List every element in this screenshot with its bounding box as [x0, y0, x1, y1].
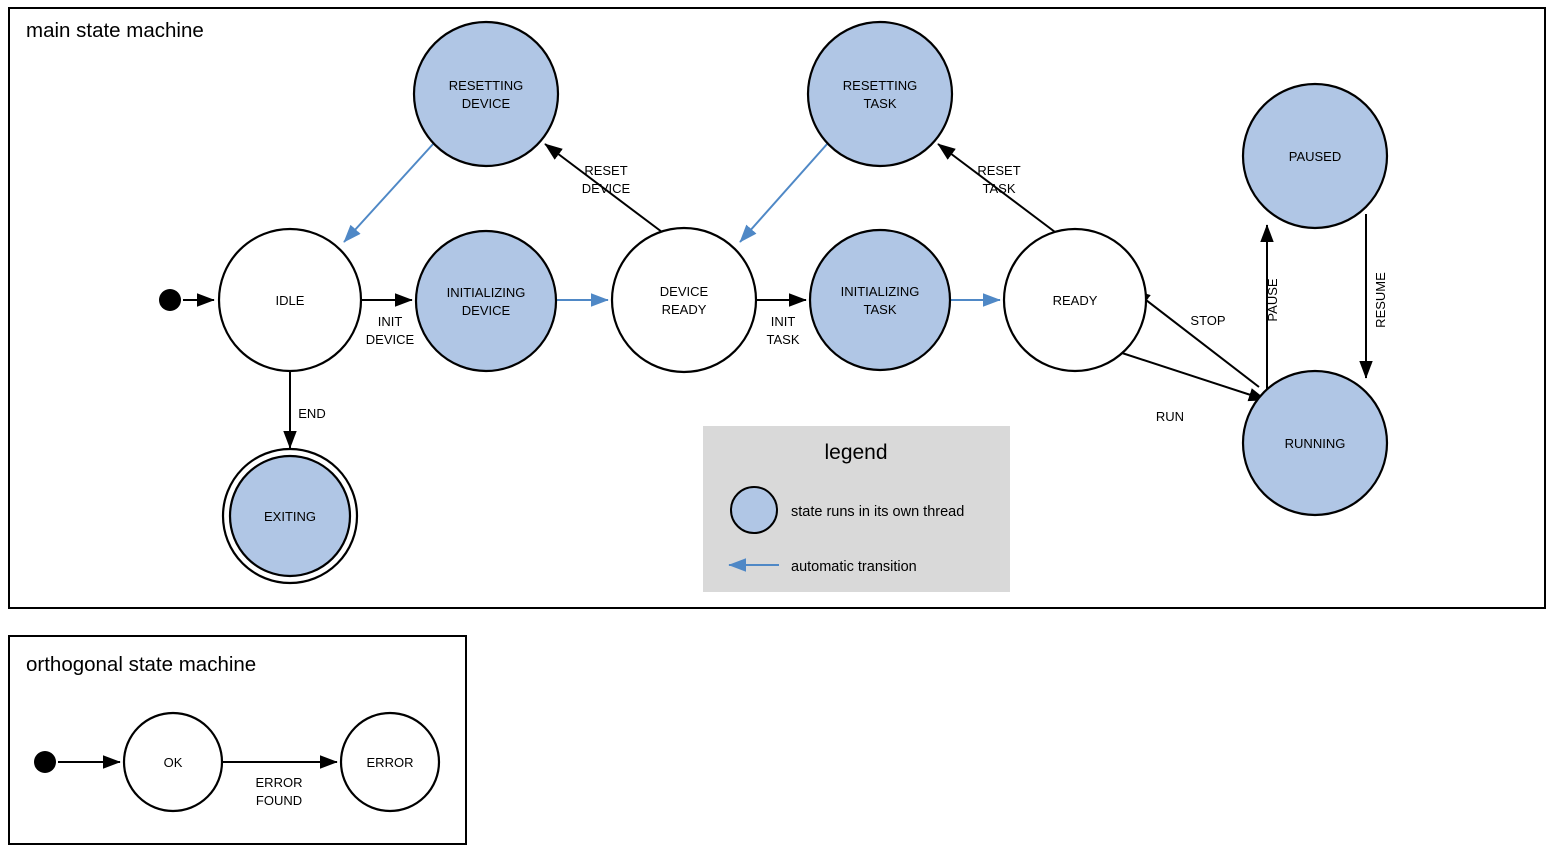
edge-label-init-device-line1: INIT: [378, 314, 403, 329]
legend-title: legend: [824, 441, 887, 464]
edge-label-error-found-line2: FOUND: [256, 793, 302, 808]
transition-device-ready-to-initializing-task: INIT TASK: [756, 293, 807, 347]
state-label-device-ready-line2: READY: [662, 302, 707, 317]
state-label-idle: IDLE: [276, 293, 305, 308]
transition-running-to-paused: PAUSE: [1260, 224, 1280, 390]
state-exiting[interactable]: EXITING: [221, 447, 359, 585]
state-label-resetting-device-line1: RESETTING: [449, 78, 523, 93]
state-label-error: ERROR: [367, 755, 414, 770]
state-label-resetting-task-line2: TASK: [864, 96, 897, 111]
edge-label-error-found-line1: ERROR: [256, 775, 303, 790]
edge-label-reset-task-line2: TASK: [983, 181, 1016, 196]
transition-ready-to-resetting-task: RESET TASK: [937, 143, 1056, 233]
state-device-ready[interactable]: DEVICE READY: [610, 226, 758, 374]
state-resetting-device[interactable]: RESETTING DEVICE: [412, 20, 560, 168]
legend-auto-transition-label: automatic transition: [791, 559, 917, 575]
transition-idle-to-exiting: END: [283, 371, 326, 449]
edge-label-stop: STOP: [1190, 313, 1225, 328]
state-ready[interactable]: READY: [1002, 227, 1148, 373]
edge-label-init-task-line1: INIT: [771, 314, 796, 329]
state-resetting-task[interactable]: RESETTING TASK: [806, 20, 954, 168]
edge-label-resume: RESUME: [1373, 272, 1388, 328]
state-initializing-task[interactable]: INITIALIZING TASK: [808, 228, 952, 372]
transition-ready-to-running: RUN: [1121, 352, 1267, 424]
state-label-ok: OK: [164, 755, 183, 770]
main-start-marker: [159, 289, 181, 311]
state-label-initializing-device-line2: DEVICE: [462, 303, 511, 318]
state-label-initializing-task-line2: TASK: [864, 302, 897, 317]
transition-resetting-device-to-idle: [343, 142, 435, 243]
legend-thread-state-swatch: [730, 486, 778, 534]
legend: legend state runs in its own thread auto…: [703, 426, 1010, 592]
main-state-machine-frame: [8, 7, 1546, 609]
state-initializing-device[interactable]: INITIALIZING DEVICE: [414, 229, 558, 373]
state-paused[interactable]: PAUSED: [1241, 82, 1389, 230]
state-label-resetting-device-line2: DEVICE: [462, 96, 511, 111]
state-label-initializing-task-line1: INITIALIZING: [841, 284, 920, 299]
orthogonal-state-machine-title: orthogonal state machine: [26, 653, 256, 676]
state-error[interactable]: ERROR: [339, 711, 441, 813]
state-idle[interactable]: IDLE: [217, 227, 363, 373]
orthogonal-start-marker: [34, 751, 56, 773]
state-label-paused: PAUSED: [1289, 149, 1342, 164]
state-ok[interactable]: OK: [122, 711, 224, 813]
edge-label-reset-device-line2: DEVICE: [582, 181, 631, 196]
transition-ok-to-error: ERROR FOUND: [222, 755, 338, 808]
transition-running-to-ready: STOP: [1132, 289, 1260, 388]
orthogonal-state-machine-frame: [8, 635, 467, 845]
edge-label-end: END: [298, 406, 325, 421]
transition-device-ready-to-resetting-device: RESET DEVICE: [544, 143, 663, 233]
edge-label-reset-task-line1: RESET: [977, 163, 1020, 178]
state-label-resetting-task-line1: RESETTING: [843, 78, 917, 93]
edge-label-run: RUN: [1156, 409, 1184, 424]
transition-idle-to-initializing-device: INIT DEVICE: [362, 293, 415, 347]
state-label-running: RUNNING: [1285, 436, 1346, 451]
state-label-device-ready-line1: DEVICE: [660, 284, 709, 299]
edge-label-init-device-line2: DEVICE: [366, 332, 415, 347]
edge-label-init-task-line2: TASK: [767, 332, 800, 347]
state-label-ready: READY: [1053, 293, 1098, 308]
edge-label-reset-device-line1: RESET: [584, 163, 627, 178]
edge-label-pause: PAUSE: [1265, 278, 1280, 321]
transition-paused-to-running: RESUME: [1359, 214, 1388, 379]
main-state-machine-title: main state machine: [26, 19, 204, 42]
state-label-exiting: EXITING: [264, 509, 316, 524]
state-label-initializing-device-line1: INITIALIZING: [447, 285, 526, 300]
transition-resetting-task-to-device-ready: [739, 142, 829, 243]
legend-thread-state-label: state runs in its own thread: [791, 504, 964, 520]
state-running[interactable]: RUNNING: [1241, 369, 1389, 517]
